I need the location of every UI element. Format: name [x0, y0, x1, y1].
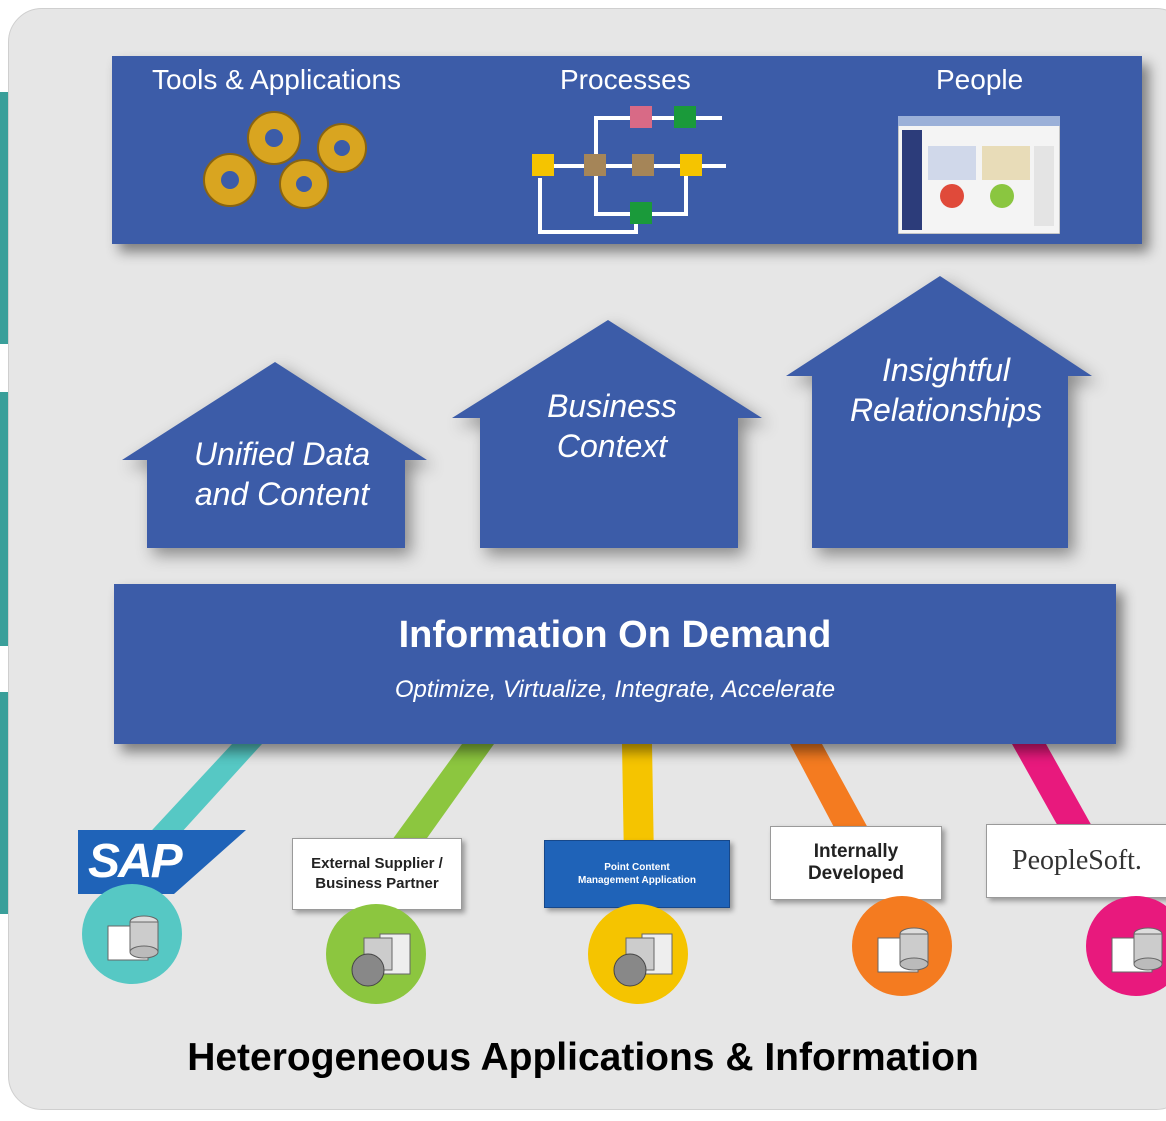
internal-database-icon	[852, 896, 952, 996]
beam-sap	[128, 744, 262, 856]
core-subtitle: Optimize, Virtualize, Integrate, Acceler…	[394, 676, 836, 703]
label-tools-applications: Tools & Applications	[152, 64, 402, 95]
sap-logo: SAP	[78, 830, 246, 894]
logo-peoplesoft: PeopleSoft.	[986, 824, 1166, 898]
label-processes: Processes	[560, 64, 691, 95]
beam-internal	[790, 744, 880, 850]
external-database-icon	[326, 904, 426, 1004]
sap-database-icon	[82, 884, 182, 984]
house-label-insightful-relationships: Insightful Relationships	[849, 352, 1043, 428]
process-flow-icon	[532, 106, 726, 234]
logo-point-content: Point Content Management Application	[544, 840, 730, 908]
information-on-demand-box: Information On Demand Optimize, Virtuali…	[114, 584, 1116, 744]
core-title: Information On Demand	[398, 614, 832, 656]
gears-icon	[203, 111, 367, 209]
peoplesoft-database-icon	[1086, 896, 1166, 996]
house-insightful-relationships: Insightful Relationships	[786, 276, 1106, 548]
beam-point	[622, 744, 654, 862]
footer-title: Heterogeneous Applications & Information	[187, 1036, 979, 1079]
logo-external-supplier: External Supplier / Business Partner	[292, 838, 462, 910]
point-database-icon	[588, 904, 688, 1004]
beam-external	[376, 744, 494, 862]
logo-internally-developed: Internally Developed	[770, 826, 942, 900]
house-business-context: Business Context	[452, 320, 772, 548]
house-unified-data: Unified Data and Content	[122, 362, 442, 548]
label-people: People	[936, 64, 1024, 95]
house-label-unified-data: Unified Data and Content	[193, 436, 371, 512]
screen-icon	[898, 116, 1060, 234]
house-label-business-context: Business Context	[547, 388, 677, 464]
